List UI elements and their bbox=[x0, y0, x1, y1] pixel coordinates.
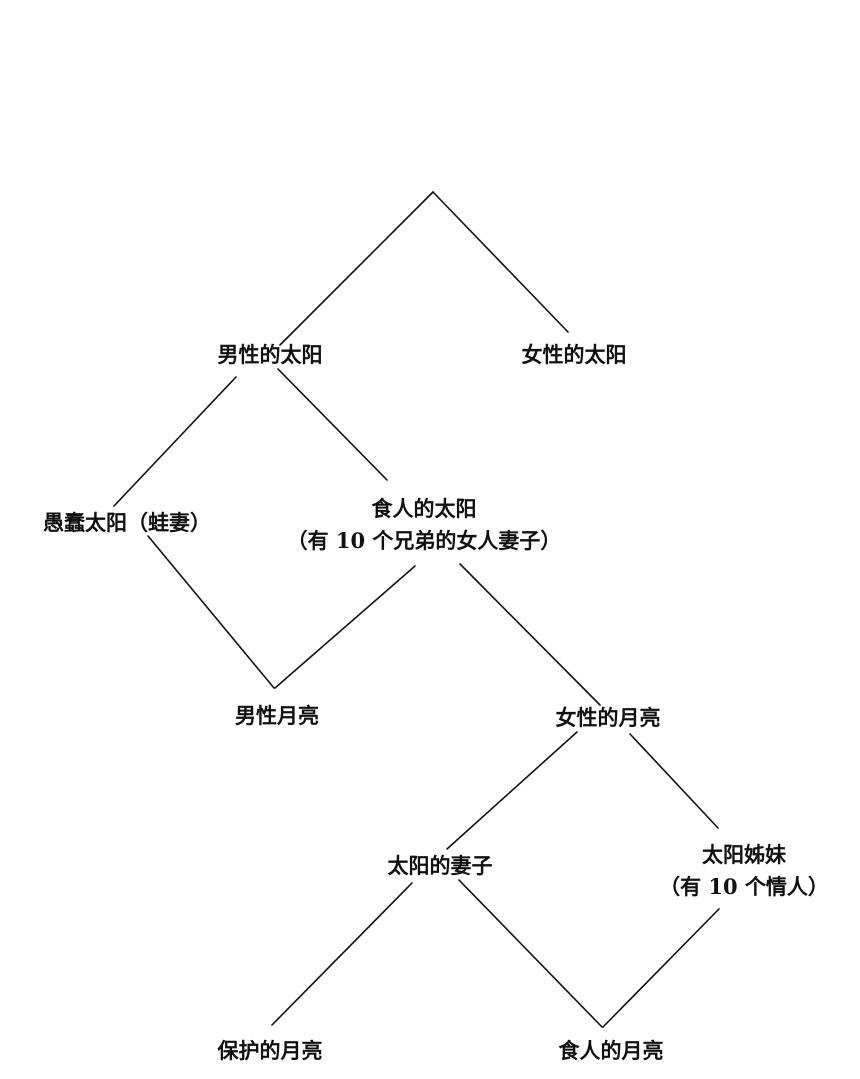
node-foolish-sun: 愚蠢太阳（蛙妻） bbox=[43, 510, 211, 535]
node-female-sun: 女性的太阳 bbox=[521, 342, 627, 367]
edge-female-moon-sun-sister bbox=[629, 733, 719, 829]
node-male-moon: 男性月亮 bbox=[235, 703, 319, 728]
edge-maneating-sun-female-moon bbox=[459, 563, 601, 706]
edge-female-moon-sun-wife bbox=[446, 731, 578, 850]
node-protective-moon: 保护的月亮 bbox=[217, 1038, 323, 1063]
edge-sun-wife-protective-moon bbox=[271, 882, 413, 1026]
node-female-moon: 女性的月亮 bbox=[555, 705, 661, 730]
node-male-sun: 男性的太阳 bbox=[217, 342, 323, 367]
edge-sun-wife-maneating-moon bbox=[458, 879, 603, 1028]
node-sun-wife: 太阳的妻子 bbox=[387, 853, 493, 878]
edge-foolish-sun-male-moon bbox=[147, 535, 275, 689]
edge-maneating-sun-male-moon bbox=[274, 565, 416, 689]
edge-root-female-sun bbox=[432, 191, 569, 333]
edge-male-sun-maneating-sun bbox=[277, 368, 388, 481]
node-maneating-moon: 食人的月亮 bbox=[558, 1038, 664, 1063]
node-maneating-sun-note: （有 10 个兄弟的女人妻子） bbox=[286, 528, 562, 553]
node-maneating-sun-title: 食人的太阳 bbox=[371, 496, 477, 521]
edge-root-male-sun bbox=[279, 191, 434, 346]
edge-sun-sister-maneating-moon bbox=[602, 908, 720, 1028]
node-sun-sister: 太阳姊妹 （有 10 个情人） bbox=[659, 843, 829, 899]
node-sun-sister-title: 太阳姊妹 bbox=[701, 842, 786, 867]
node-sun-sister-note: （有 10 个情人） bbox=[659, 874, 829, 899]
node-maneating-sun: 食人的太阳 （有 10 个兄弟的女人妻子） bbox=[287, 497, 562, 553]
edge-male-sun-foolish-sun bbox=[113, 376, 237, 507]
